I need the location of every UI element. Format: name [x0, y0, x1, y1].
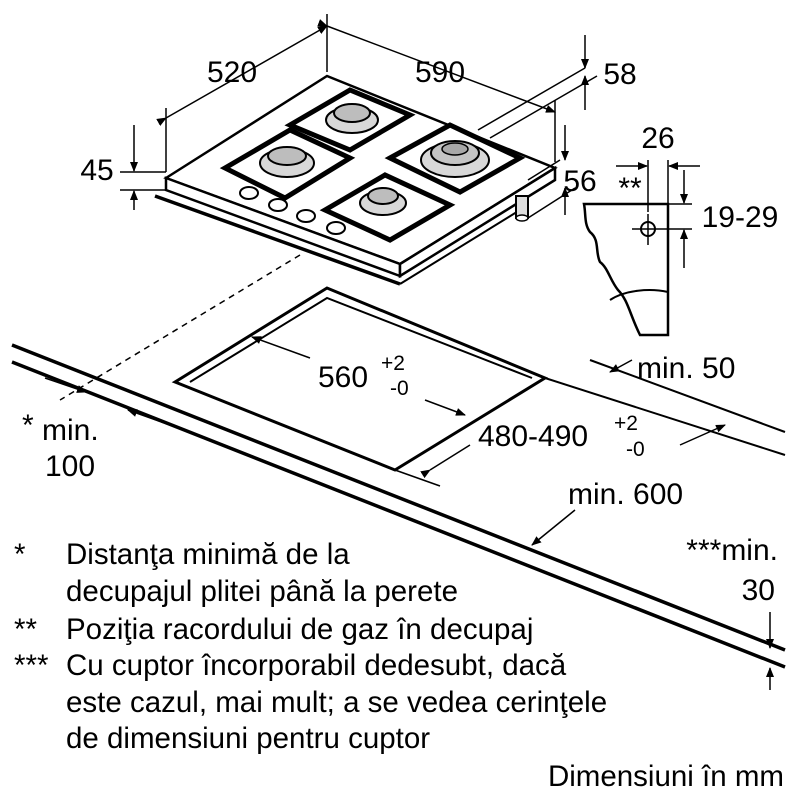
note-3: *** Cu cuptor încorporabil dedesubt, dac… — [14, 649, 607, 755]
svg-text:decupajul plitei până la peret: decupajul plitei până la perete — [66, 575, 458, 608]
svg-text:***: *** — [14, 649, 49, 682]
svg-text:**: ** — [14, 613, 37, 646]
svg-text:+2: +2 — [614, 412, 638, 435]
hob-drawing — [154, 74, 558, 286]
worktop-drawing — [11, 254, 786, 690]
svg-text:Poziţia racordului de gaz în d: Poziţia racordului de gaz în decupaj — [66, 613, 533, 646]
svg-text:480-490: 480-490 — [478, 420, 588, 453]
burner-right-wok — [420, 140, 490, 178]
svg-text:560: 560 — [318, 361, 368, 394]
svg-text:-0: -0 — [390, 377, 409, 400]
dim-min-bottom: ***min. 30 — [686, 534, 778, 607]
note-2: ** Poziţia racordului de gaz în decupaj — [14, 613, 533, 646]
burner-left — [259, 146, 315, 178]
svg-text:este cazul, mai mult; a se ved: este cazul, mai mult; a se vedea cerinţe… — [66, 686, 607, 719]
dim-min-depth: min. 600 — [568, 478, 683, 511]
svg-text:de dimensiuni pentru cuptor: de dimensiuni pentru cuptor — [66, 722, 430, 755]
dim-min-side: * min. 100 — [22, 409, 99, 483]
control-knobs — [239, 186, 346, 235]
gas-connector — [515, 195, 529, 222]
dim-section-marker: ** — [618, 172, 642, 205]
dim-section-width: 26 — [641, 122, 674, 155]
svg-text:*: * — [14, 538, 26, 571]
svg-text:30: 30 — [742, 574, 775, 607]
svg-text:-0: -0 — [626, 438, 645, 461]
svg-text:Distanţa minimă de la: Distanţa minimă de la — [66, 538, 350, 571]
dim-hob-depth: 520 — [207, 56, 257, 89]
svg-text:100: 100 — [45, 450, 95, 483]
hob-dimension-lines — [120, 14, 598, 219]
worktop-section-detail — [582, 160, 700, 337]
svg-text:***min.: ***min. — [686, 534, 778, 567]
burner-front — [359, 187, 407, 216]
dim-rear-offset: 58 — [603, 58, 636, 91]
svg-text:*: * — [22, 409, 34, 442]
dim-cutout-depth: 480-490 +2 -0 — [478, 412, 645, 461]
notes-legend: * Distanţa minimă de la decupajul plitei… — [14, 538, 607, 755]
dim-min-rear: min. 50 — [637, 352, 735, 385]
units-caption: Dimensiuni în mm — [548, 760, 784, 793]
dim-hob-width: 590 — [415, 56, 465, 89]
dim-hob-height: 45 — [80, 154, 113, 187]
dim-section-range: 19-29 — [702, 201, 779, 234]
dim-cutout-width: 560 +2 -0 — [318, 352, 409, 400]
note-1: * Distanţa minimă de la decupajul plitei… — [14, 538, 458, 608]
svg-text:Cu cuptor încorporabil dedesub: Cu cuptor încorporabil dedesubt, dacă — [66, 649, 567, 682]
dim-connector-offset: 56 — [563, 165, 596, 198]
svg-text:+2: +2 — [381, 352, 405, 375]
svg-text:min.: min. — [42, 414, 99, 447]
